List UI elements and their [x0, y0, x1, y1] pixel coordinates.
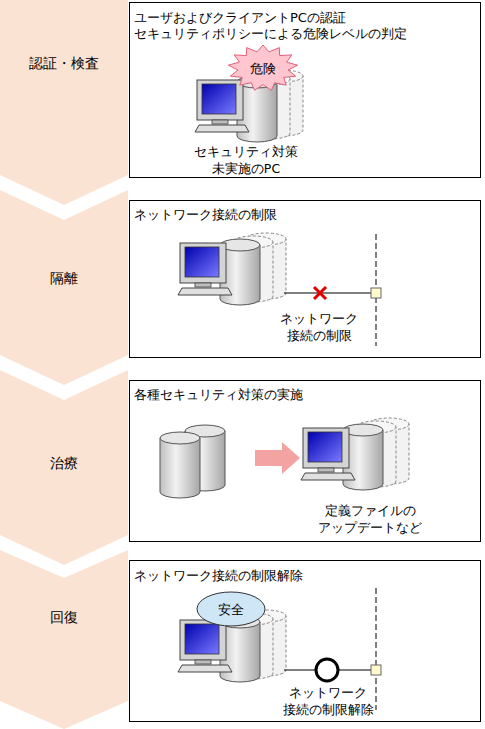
pc-caption: セキュリティ対策 未実施のPC: [190, 143, 302, 177]
block-mark: [314, 287, 326, 299]
progress-arrow: [255, 442, 300, 474]
network-port: [371, 665, 381, 675]
status-label: 安全: [196, 601, 266, 618]
disk-icon: [160, 432, 200, 498]
step-box: 各種セキュリティ対策の実施定義ファイルの アップデートなど: [129, 380, 481, 542]
stage-label: 認証・検査: [0, 55, 128, 72]
step-heading: セキュリティポリシーによる危険レベルの判定: [134, 25, 407, 42]
stage-chevron: 認証・検査: [0, 0, 128, 205]
pc-caption: ネットワーク 接続の制限: [277, 310, 361, 344]
step-box: ネットワーク接続の制限ネットワーク 接続の制限: [129, 200, 481, 358]
shape-outline: [0, 550, 128, 729]
step-heading: 各種セキュリティ対策の実施: [134, 386, 303, 403]
allow-mark: [316, 659, 338, 681]
stage-chevron: 回復: [0, 550, 128, 729]
safe-ellipse: 安全: [196, 591, 266, 627]
shape-outline: [0, 0, 128, 205]
pc-caption: 定義ファイルの アップデートなど: [318, 502, 422, 536]
pc-icon: [301, 418, 409, 490]
network-line: [284, 293, 372, 294]
step-heading: ユーザおよびクライアントPCの認証: [134, 9, 346, 26]
stage-label: 回復: [0, 609, 128, 626]
network-boundary: [376, 588, 377, 710]
stage-chevron: 隔離: [0, 190, 128, 385]
stage-label: 隔離: [0, 270, 128, 287]
step-box: ユーザおよびクライアントPCの認証セキュリティポリシーによる危険レベルの判定セキ…: [129, 2, 481, 178]
step-heading: ネットワーク接続の制限解除: [134, 567, 303, 584]
shape-outline: [0, 190, 128, 385]
stage-label: 治療: [0, 455, 128, 472]
danger-burst: 危険: [228, 45, 298, 91]
network-port: [371, 288, 381, 298]
block-mark: [314, 287, 326, 299]
step-box: ネットワーク接続の制限解除ネットワーク 接続の制限解除 安全: [129, 560, 481, 722]
stage-chevron: 治療: [0, 370, 128, 565]
status-label: 危険: [228, 60, 298, 77]
pc-icon: [178, 233, 286, 305]
pc-caption: ネットワーク 接続の制限解除: [281, 684, 375, 718]
step-heading: ネットワーク接続の制限: [134, 206, 277, 223]
